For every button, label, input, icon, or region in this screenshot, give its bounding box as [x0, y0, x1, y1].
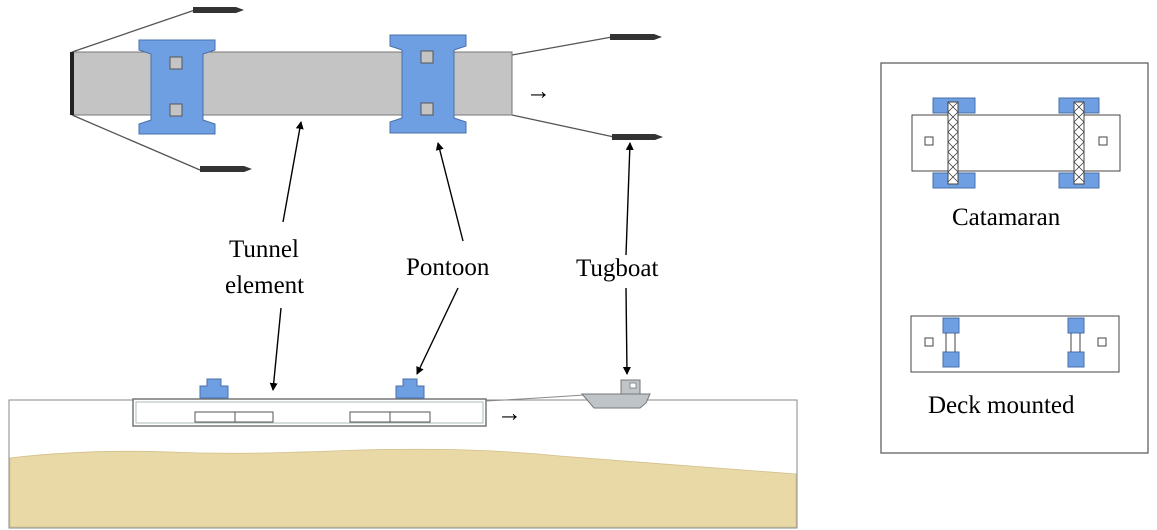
pontoon-plan: [389, 34, 467, 134]
direction-arrow-side: →: [497, 400, 522, 427]
catamaran-diagram: [911, 97, 1121, 189]
tunnel-element-label-line2: element: [225, 272, 304, 299]
configuration-inset: Catamaran Deck mounted: [880, 62, 1149, 454]
seabed: [9, 448, 797, 528]
deck-mounted-label: Deck mounted: [928, 392, 1075, 419]
tugboat-side: [580, 379, 651, 409]
deck-mounted-diagram: [910, 315, 1120, 373]
pontoon-side: [199, 378, 229, 399]
direction-arrow-plan: →: [526, 78, 551, 105]
pontoon-plan: [138, 39, 216, 135]
tugboat-marker-icon: [193, 7, 244, 13]
pontoon-side: [395, 378, 425, 399]
catamaran-label: Catamaran: [952, 204, 1061, 231]
leader-arrows: [269, 121, 634, 391]
tunnel-element-side: [132, 398, 487, 427]
tugboat-marker-icon: [200, 166, 252, 172]
tow-lines: [71, 9, 615, 171]
tugboat-marker-icon: [612, 134, 663, 140]
tunnel-element-label-line1: Tunnel: [229, 236, 299, 263]
tunnel-bulkhead: [70, 52, 74, 115]
tugboat-label: Tugboat: [576, 255, 658, 282]
pontoon-label: Pontoon: [406, 254, 490, 281]
tow-line-side: [485, 394, 585, 402]
side-view: →: [8, 378, 798, 529]
plan-view: →: [70, 7, 663, 172]
tugboat-marker-icon: [610, 34, 662, 40]
